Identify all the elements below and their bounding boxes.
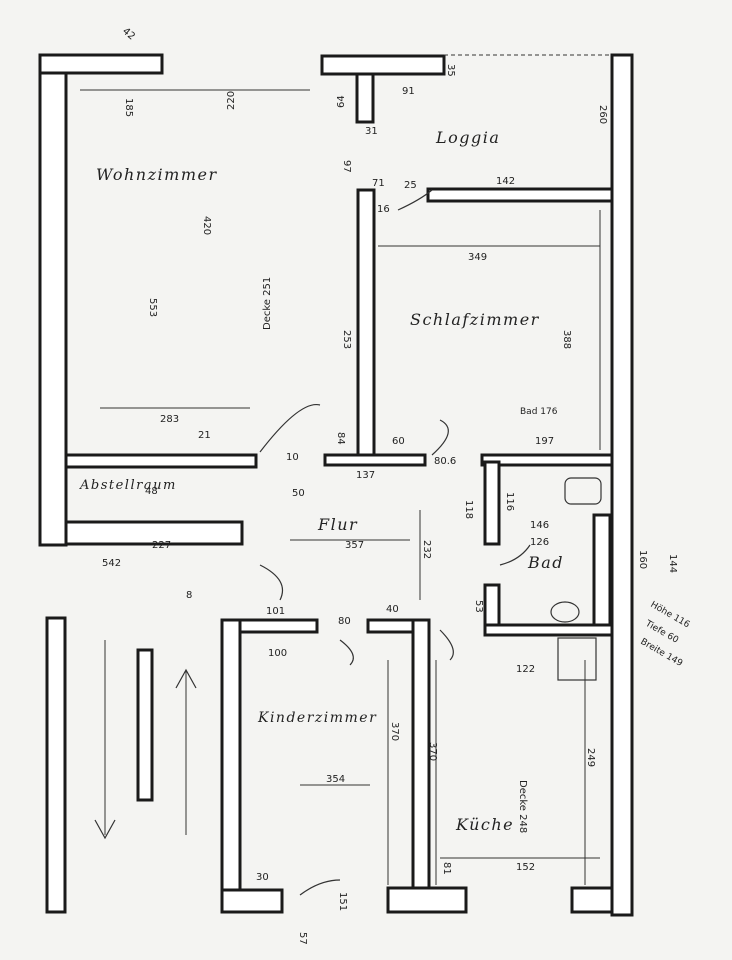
dim-126: 126 bbox=[530, 537, 549, 548]
wall-storage-bottom bbox=[64, 520, 244, 546]
dim-144: 144 bbox=[667, 554, 678, 573]
dim-370a: 370 bbox=[389, 722, 400, 741]
dim-116: 116 bbox=[504, 492, 515, 511]
wall-kids-right bbox=[411, 618, 431, 892]
label-schlafzimmer: Schlafzimmer bbox=[410, 310, 540, 329]
room-labels: Wohnzimmer Loggia Schlafzimmer Abstellra… bbox=[79, 128, 564, 834]
wall-bath-bottom bbox=[483, 623, 614, 637]
dim-420: 420 bbox=[201, 216, 212, 235]
dim-220: 220 bbox=[226, 91, 237, 110]
wall-bath-left-upper bbox=[483, 460, 501, 546]
dim-232: 232 bbox=[421, 540, 432, 559]
dimension-labels: 42 185 220 35 91 260 64 31 97 71 25 142 … bbox=[102, 26, 678, 945]
dim-146: 146 bbox=[530, 520, 549, 531]
dim-42: 42 bbox=[120, 26, 137, 43]
dim-40: 40 bbox=[386, 604, 399, 615]
dim-227: 227 bbox=[152, 540, 171, 551]
dim-16: 16 bbox=[377, 204, 390, 215]
dim-152: 152 bbox=[516, 862, 535, 873]
dim-283: 283 bbox=[160, 414, 179, 425]
dim-84: 84 bbox=[335, 432, 346, 445]
dim-10: 10 bbox=[286, 452, 299, 463]
wall-kids-left bbox=[220, 618, 242, 914]
note-decke-kueche: Decke 248 bbox=[517, 780, 528, 833]
note-breite: Breite 149 bbox=[639, 637, 685, 669]
wall-right-outer bbox=[610, 53, 634, 917]
wall-left-bar bbox=[45, 616, 67, 914]
label-loggia: Loggia bbox=[435, 128, 500, 147]
dim-25: 25 bbox=[404, 180, 417, 191]
wall-left-bar-small bbox=[136, 648, 154, 802]
wall-storage-top bbox=[64, 453, 258, 469]
wall-kitchen-bottom-right bbox=[570, 886, 614, 914]
wall-loggia-pillar bbox=[355, 72, 375, 124]
wall-kids-bottom-left bbox=[220, 888, 284, 914]
dim-30: 30 bbox=[256, 872, 269, 883]
dim-91: 91 bbox=[402, 86, 415, 97]
dim-60: 60 bbox=[392, 436, 405, 447]
wall-bath-inner bbox=[592, 513, 612, 627]
note-bad-label: Bad 176 bbox=[520, 407, 558, 417]
dim-118: 118 bbox=[463, 500, 474, 519]
wall-bedroom-bottom bbox=[323, 453, 427, 467]
label-bad: Bad bbox=[527, 553, 564, 572]
dim-80: 80 bbox=[338, 616, 351, 627]
dim-71: 71 bbox=[372, 178, 385, 189]
dim-137: 137 bbox=[356, 470, 375, 481]
dim-64: 64 bbox=[336, 95, 347, 108]
dim-48: 48 bbox=[145, 486, 158, 497]
annotations bbox=[80, 54, 612, 896]
walls bbox=[38, 53, 634, 917]
dim-253: 253 bbox=[341, 330, 352, 349]
dim-151: 151 bbox=[337, 892, 348, 911]
dim-97: 97 bbox=[341, 160, 352, 173]
dim-553: 553 bbox=[147, 298, 158, 317]
dim-122: 122 bbox=[516, 664, 535, 675]
dim-370b: 370 bbox=[427, 742, 438, 761]
dim-100: 100 bbox=[268, 648, 287, 659]
wall-bath-top bbox=[480, 453, 614, 467]
wall-living-bedroom bbox=[356, 188, 376, 462]
dim-8: 8 bbox=[186, 590, 192, 601]
wall-top-left bbox=[38, 53, 164, 75]
dim-160: 160 bbox=[637, 550, 648, 569]
dim-53: 53 bbox=[473, 600, 484, 613]
dim-142: 142 bbox=[496, 176, 515, 187]
dim-21: 21 bbox=[198, 430, 211, 441]
wall-kids-bottom-right bbox=[386, 886, 468, 914]
dim-57: 57 bbox=[297, 932, 308, 945]
wall-left-outer bbox=[38, 53, 68, 547]
dim-542: 542 bbox=[102, 558, 121, 569]
label-flur: Flur bbox=[317, 515, 358, 534]
dim-81: 81 bbox=[441, 862, 452, 875]
label-wohnzimmer: Wohnzimmer bbox=[96, 165, 218, 184]
wall-top-middle bbox=[320, 54, 446, 76]
dim-35: 35 bbox=[445, 64, 456, 77]
dim-197: 197 bbox=[535, 436, 554, 447]
wall-loggia-bottom bbox=[426, 187, 614, 203]
dim-349: 349 bbox=[468, 252, 487, 263]
dim-260: 260 bbox=[597, 105, 608, 124]
dim-806: 80.6 bbox=[434, 456, 456, 467]
dim-101: 101 bbox=[266, 606, 285, 617]
label-kinderzimmer: Kinderzimmer bbox=[257, 710, 377, 726]
dim-249: 249 bbox=[585, 748, 596, 767]
dim-185: 185 bbox=[123, 98, 134, 117]
dim-354: 354 bbox=[326, 774, 345, 785]
note-flur-width: 357 bbox=[345, 540, 364, 551]
dim-31: 31 bbox=[365, 126, 378, 137]
dim-388: 388 bbox=[561, 330, 572, 349]
note-decke-wohn: Decke 251 bbox=[262, 277, 273, 330]
label-abstellraum: Abstellraum bbox=[79, 478, 177, 493]
label-kueche: Küche bbox=[455, 815, 514, 834]
dim-50: 50 bbox=[292, 488, 305, 499]
